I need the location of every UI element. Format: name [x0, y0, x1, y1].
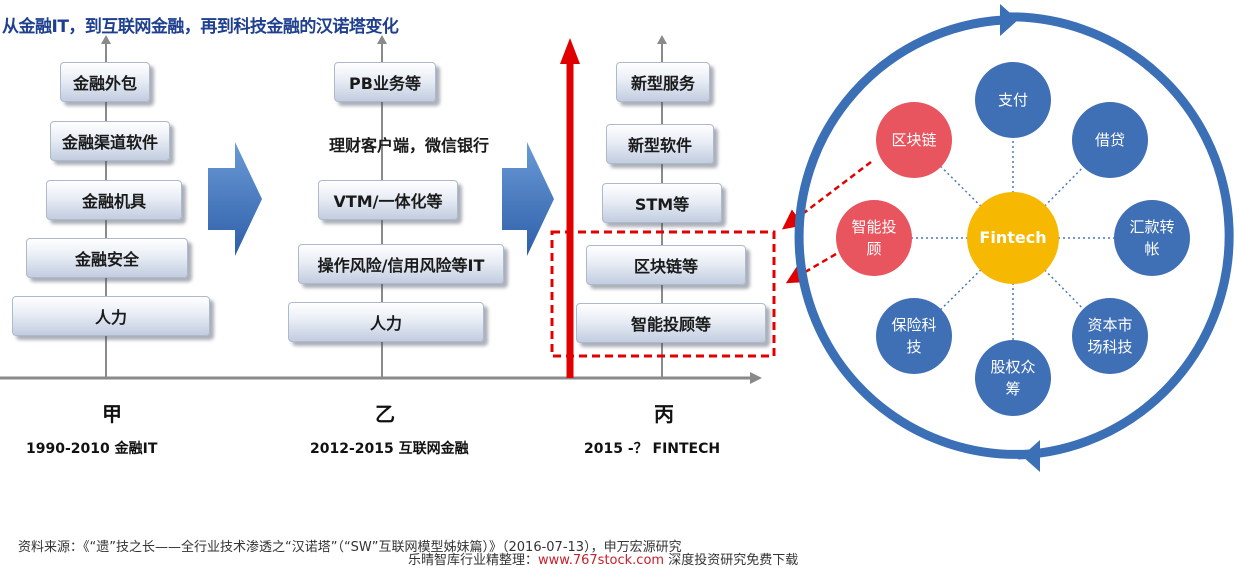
- stage-2-layer-3: VTM/一体化等: [318, 180, 458, 220]
- stage-2-layer-4: 操作风险/信用风险等IT: [298, 244, 504, 284]
- transition-arrow-1: [208, 142, 262, 256]
- pointer-arrow-robo-advisor: [785, 252, 837, 284]
- stage-1-layer-5: 人力: [12, 296, 210, 336]
- node-remittance: 汇款转帐: [1114, 200, 1190, 276]
- diagram-title: 从金融IT，到互联网金融，再到科技金融的汉诺塔变化: [2, 17, 399, 37]
- stage-1-layer-4: 金融安全: [26, 238, 188, 278]
- watermark-prefix: 乐晴智库行业精整理：: [408, 553, 539, 568]
- stage-3-label: 丙: [654, 402, 674, 426]
- stage-3-layer-3: STM等: [602, 183, 722, 223]
- watermark-url[interactable]: www.767stock.com: [538, 553, 665, 568]
- stage-3-layer-5: 智能投顾等: [576, 303, 766, 343]
- node-payment: 支付: [975, 62, 1051, 138]
- stage-1-label: 甲: [102, 402, 122, 426]
- stage-1-layer-1: 金融外包: [60, 62, 150, 102]
- watermark-suffix: 深度投资研究免费下载: [664, 553, 799, 568]
- stage-3-layer-4: 区块链等: [586, 245, 746, 285]
- stage-2-label: 乙: [375, 402, 395, 426]
- node-equity-crowdfunding: 股权众筹: [975, 340, 1051, 416]
- stage-1-layer-2: 金融渠道软件: [50, 121, 170, 161]
- stage-3-layer-2: 新型软件: [606, 124, 714, 164]
- stage-2-layer-1: PB业务等: [334, 62, 436, 102]
- node-robo-advisor: 智能投顾: [836, 200, 912, 276]
- node-capital-markets-tech: 资本市场科技: [1072, 298, 1148, 374]
- stage-3-period: 2015 -？ FINTECH: [584, 441, 721, 457]
- stage-2-layer-2: 理财客户端，微信银行: [328, 136, 489, 155]
- node-lending: 借贷: [1072, 102, 1148, 178]
- source-note: 资料来源：《“遗”技之长——全行业技术渗透之“汉诺塔”（“SW”互联网模型姊妹篇…: [18, 540, 682, 555]
- fintech-center-node: Fintech: [967, 192, 1059, 284]
- stage-2-layer-5: 人力: [288, 302, 484, 342]
- timeline-axis-arrowhead: [750, 372, 762, 384]
- node-blockchain: 区块链: [876, 102, 952, 178]
- cycle-ring: [794, 4, 1234, 472]
- stage-2-period: 2012-2015 互联网金融: [310, 441, 469, 457]
- stage-1-layer-3: 金融机具: [46, 180, 182, 220]
- node-insurtech: 保险科技: [876, 298, 952, 374]
- highlight-box: [550, 230, 776, 358]
- stage-3-layer-1: 新型服务: [616, 62, 710, 102]
- transition-arrow-2: [502, 142, 554, 256]
- stage-1-period: 1990-2010 金融IT: [26, 441, 158, 457]
